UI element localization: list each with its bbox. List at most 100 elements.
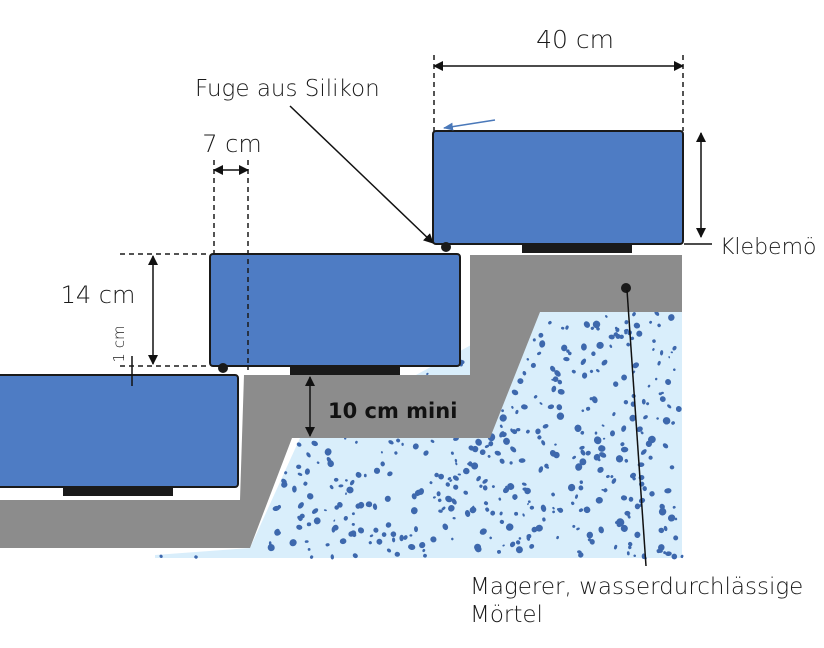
aggregate-speck <box>654 377 658 381</box>
aggregate-speck <box>668 356 671 359</box>
aggregate-speck <box>615 333 621 339</box>
adhesive-pad-upper <box>522 243 632 253</box>
aggregate-speck <box>463 467 470 475</box>
aggregate-speck <box>487 454 491 458</box>
aggregate-speck <box>542 424 549 429</box>
aggregate-speck <box>306 493 314 500</box>
aggregate-speck <box>671 553 678 560</box>
aggregate-speck <box>349 479 355 486</box>
aggregate-speck <box>502 544 505 547</box>
aggregate-speck <box>578 485 584 491</box>
aggregate-speck <box>408 544 416 550</box>
aggregate-speck <box>522 370 527 376</box>
aggregate-speck <box>629 472 637 479</box>
aggregate-speck <box>662 443 669 449</box>
aggregate-speck <box>503 437 510 445</box>
aggregate-speck <box>376 538 383 545</box>
aggregate-speck <box>414 489 423 496</box>
aggregate-speck <box>633 554 636 558</box>
aggregate-speck <box>620 446 629 453</box>
aggregate-speck <box>355 471 362 478</box>
aggregate-speck <box>411 493 417 500</box>
aggregate-speck <box>590 326 595 330</box>
aggregate-speck <box>538 466 544 473</box>
aggregate-speck <box>572 455 576 460</box>
aggregate-speck <box>594 431 598 435</box>
aggregate-speck <box>565 325 569 330</box>
aggregate-speck <box>592 320 601 329</box>
aggregate-speck <box>648 435 656 444</box>
aggregate-speck <box>667 404 672 409</box>
aggregate-speck <box>297 472 303 476</box>
aggregate-speck <box>551 385 557 393</box>
aggregate-speck <box>667 514 676 522</box>
aggregate-speck <box>277 504 282 509</box>
aggregate-speck <box>601 424 605 427</box>
silicone-joint-middle <box>218 363 228 373</box>
aggregate-speck <box>557 379 563 385</box>
aggregate-speck <box>621 374 627 381</box>
aggregate-speck <box>628 545 632 550</box>
aggregate-speck <box>381 532 387 537</box>
aggregate-speck <box>479 449 486 456</box>
aggregate-speck <box>449 479 453 482</box>
aggregate-speck <box>561 326 565 330</box>
aggregate-speck <box>552 506 555 510</box>
aggregate-speck <box>548 320 552 325</box>
aggregate-speck <box>566 349 570 353</box>
aggregate-speck <box>538 332 544 338</box>
aggregate-speck <box>615 455 624 463</box>
aggregate-speck <box>556 508 560 511</box>
aggregate-speck <box>613 381 619 387</box>
aggregate-speck <box>647 384 651 388</box>
aggregate-speck <box>557 388 565 395</box>
aggregate-speck <box>619 334 624 340</box>
adhesive-pad-middle <box>290 365 400 375</box>
aggregate-speck <box>554 443 557 446</box>
aggregate-speck <box>656 417 659 420</box>
aggregate-speck <box>434 472 439 478</box>
aggregate-speck <box>511 389 519 396</box>
aggregate-speck <box>292 485 297 493</box>
aggregate-speck <box>634 503 641 510</box>
aggregate-speck <box>505 485 508 488</box>
aggregate-speck <box>423 553 427 558</box>
aggregate-speck <box>488 441 494 447</box>
aggregate-speck <box>482 485 488 491</box>
aggregate-speck <box>602 437 606 440</box>
aggregate-speck <box>482 478 488 484</box>
aggregate-speck <box>372 503 378 510</box>
aggregate-speck <box>580 430 585 435</box>
aggregate-speck <box>432 496 436 499</box>
aggregate-speck <box>267 544 275 552</box>
aggregate-speck <box>535 428 541 435</box>
aggregate-speck <box>652 348 655 351</box>
aggregate-speck <box>469 506 477 514</box>
aggregate-speck <box>529 505 535 510</box>
label-overhang: 7 cm <box>202 130 261 158</box>
aggregate-speck <box>464 510 471 517</box>
mortar-aggregate <box>159 310 684 560</box>
aggregate-speck <box>498 497 502 501</box>
dimension-lines <box>131 61 706 437</box>
aggregate-speck <box>333 477 339 482</box>
aggregate-speck <box>303 481 308 486</box>
aggregate-speck <box>593 453 601 461</box>
aggregate-speck <box>422 548 426 553</box>
aggregate-speck <box>455 462 458 466</box>
aggregate-speck <box>452 516 456 520</box>
aggregate-speck <box>311 508 319 514</box>
aggregate-speck <box>660 391 664 395</box>
aggregate-speck <box>316 461 320 464</box>
aggregate-speck <box>658 507 667 516</box>
aggregate-speck <box>311 440 318 447</box>
aggregate-speck <box>601 359 608 366</box>
label-gap: 1 cm <box>110 325 128 362</box>
aggregate-speck <box>474 543 482 551</box>
aggregate-speck <box>352 533 357 537</box>
label-min-thickness: 10 cm mini <box>328 399 457 423</box>
aggregate-speck <box>401 442 404 446</box>
aggregate-speck <box>583 321 591 328</box>
aggregate-speck <box>346 486 354 494</box>
